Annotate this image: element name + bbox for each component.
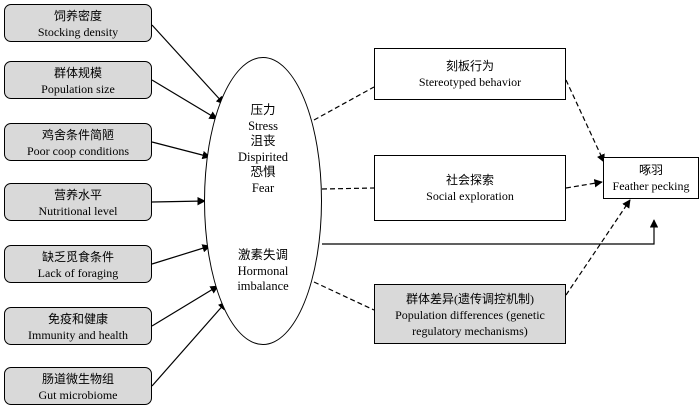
factor-label-zh: 肠道微生物组 — [41, 372, 114, 386]
dashed-arrow-social-final — [565, 179, 603, 189]
stress-zh: 压力 — [250, 103, 276, 117]
feather-pecking-zh: 啄羽 — [638, 163, 663, 177]
dashed-to-population-diff — [313, 281, 375, 311]
arrow-gut-microbiome — [151, 301, 227, 387]
feather-pecking-box: 啄羽 Feather pecking — [603, 157, 699, 199]
factor-label-zh: 饲养密度 — [53, 9, 102, 23]
arrow-poor-coop — [151, 141, 211, 160]
stress-en: Stress — [248, 118, 278, 133]
factor-label-en: Nutritional level — [38, 204, 118, 218]
factor-label-en: Lack of foraging — [37, 266, 119, 280]
outcome-label-en: Social exploration — [426, 189, 514, 203]
factor-poor-coop-conditions: 鸡舍条件简陋 Poor coop conditions — [4, 123, 152, 161]
factor-label-zh: 缺乏觅食条件 — [41, 250, 114, 264]
outcome-stereotyped-behavior: 刻板行为 Stereotyped behavior — [374, 48, 566, 100]
factor-label-zh: 营养水平 — [53, 188, 102, 202]
arrow-lack-foraging — [151, 244, 211, 265]
dashed-to-social — [321, 187, 375, 190]
factor-gut-microbiome: 肠道微生物组 Gut microbiome — [4, 367, 152, 405]
factor-label-zh: 免疫和健康 — [47, 312, 108, 326]
factor-label-zh: 群体规模 — [53, 66, 102, 80]
fear-zh: 恐惧 — [250, 165, 276, 179]
fear-en: Fear — [251, 180, 275, 195]
arrow-hormonal-to-final — [322, 219, 659, 245]
hormonal-en-line1: Hormonal — [237, 263, 289, 278]
outcome-social-exploration: 社会探索 Social exploration — [374, 155, 566, 221]
arrow-population-size — [151, 79, 218, 120]
factor-stocking-density: 饲养密度 Stocking density — [4, 4, 152, 42]
factor-immunity-and-health: 免疫和健康 Immunity and health — [4, 307, 152, 345]
hormonal-imbalance: 激素失调 Hormonal imbalance — [204, 248, 322, 295]
outcome-label-zh: 群体差异(遗传调控机制) — [406, 292, 534, 306]
central-ellipse — [204, 57, 322, 345]
emotional-states: 压力 Stress 沮丧 Dispirited 恐惧 Fear — [204, 103, 322, 196]
outcome-label-en-line2: regulatory mechanisms) — [412, 324, 528, 338]
feather-pecking-en: Feather pecking — [612, 179, 690, 193]
factor-population-size: 群体规模 Population size — [4, 61, 152, 99]
hormonal-en-line2: imbalance — [237, 279, 289, 293]
factor-label-en: Population size — [41, 82, 115, 96]
factor-nutritional-level: 营养水平 Nutritional level — [4, 183, 152, 221]
outcome-label-zh: 刻板行为 — [445, 59, 494, 73]
dispirited-zh: 沮丧 — [250, 134, 276, 148]
arrow-immunity-health — [151, 285, 219, 327]
factor-label-en: Stocking density — [37, 25, 119, 39]
outcome-label-en: Stereotyped behavior — [418, 75, 522, 89]
dispirited-en: Dispirited — [238, 149, 288, 164]
factor-label-zh: 鸡舍条件简陋 — [41, 128, 114, 142]
factor-label-en: Gut microbiome — [38, 388, 118, 402]
dashed-to-stereotyped — [313, 86, 375, 121]
outcome-label-en-line1: Population differences (genetic — [395, 308, 545, 322]
arrow-nutritional-level — [151, 196, 206, 206]
factor-label-en: Poor coop conditions — [27, 144, 129, 158]
outcome-population-differences: 群体差异(遗传调控机制) Population differences (gen… — [374, 284, 566, 344]
outcome-label-zh: 社会探索 — [445, 173, 494, 187]
dashed-arrow-stereotyped-final — [565, 79, 605, 163]
factor-label-en: Immunity and health — [28, 328, 128, 342]
hormonal-zh: 激素失调 — [237, 248, 288, 262]
arrow-stocking-density — [151, 24, 225, 105]
factor-lack-of-foraging: 缺乏觅食条件 Lack of foraging — [4, 245, 152, 283]
dashed-arrow-popdiff-final — [565, 199, 631, 296]
